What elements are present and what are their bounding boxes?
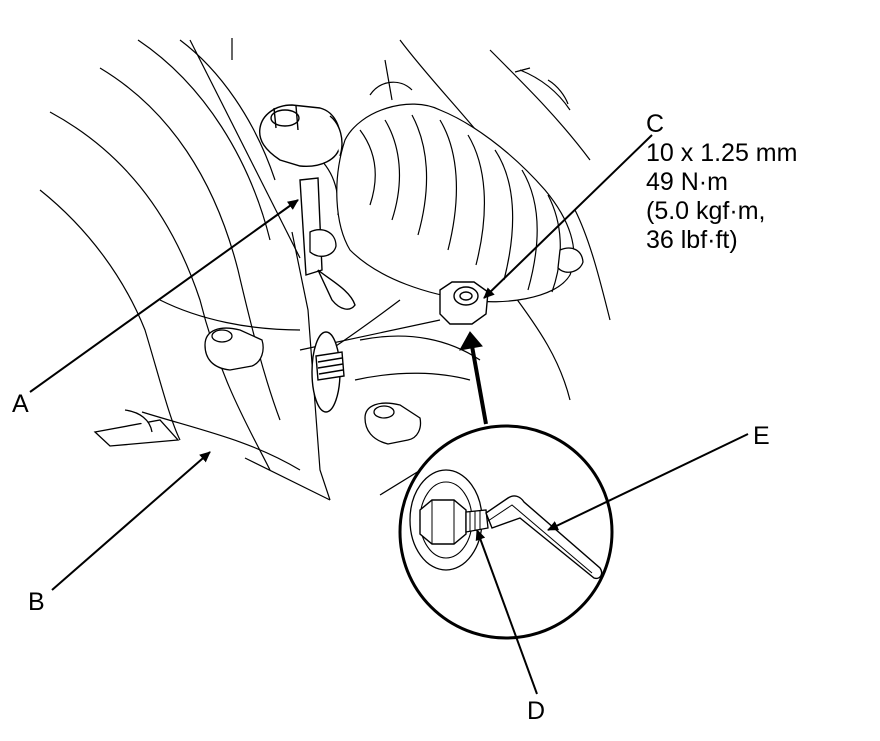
leader-e xyxy=(547,433,749,531)
leader-lines xyxy=(29,134,749,695)
knuckle-lugs xyxy=(93,229,584,447)
callout-c-spec: C 10 x 1.25 mm 49 N·m (5.0 kgf·m, 36 lbf… xyxy=(646,110,797,255)
callout-e-label: E xyxy=(753,422,770,450)
spec-thread-size: 10 x 1.25 mm xyxy=(646,139,798,167)
leader-b xyxy=(51,451,211,591)
spec-torque-kgfm: (5.0 kgf·m, xyxy=(646,197,766,225)
install-arrow xyxy=(459,331,488,425)
leader-c xyxy=(483,134,653,299)
leader-d xyxy=(475,529,538,695)
callout-d-label: D xyxy=(527,697,546,725)
tie-rod-boot xyxy=(336,59,575,303)
detail-circle xyxy=(398,424,614,640)
leader-a xyxy=(29,199,299,393)
callout-c-label: C xyxy=(646,110,665,138)
callout-a-label: A xyxy=(12,390,29,418)
stud-and-nut xyxy=(311,281,489,413)
callout-b-label: B xyxy=(28,588,45,616)
spec-torque-lbfft: 36 lbf·ft) xyxy=(646,226,738,254)
spec-torque-nm: 49 N·m xyxy=(646,168,728,196)
